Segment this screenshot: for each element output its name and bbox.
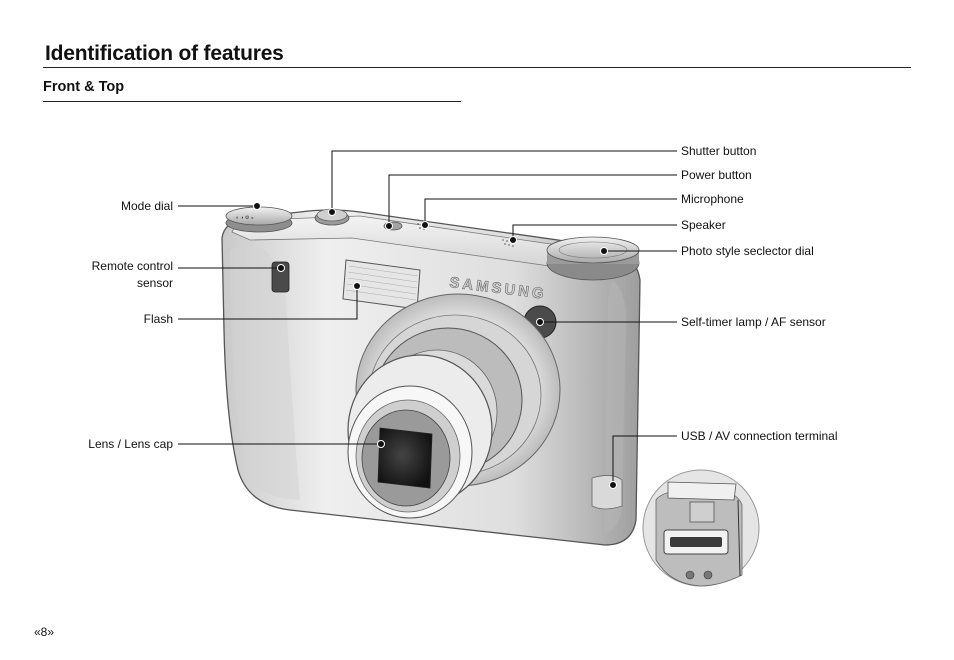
page-title: Identification of features [45,42,284,65]
page-number: «8» [34,625,55,639]
section-title: Front & Top [43,79,125,95]
label-self-timer-lamp: Self-timer lamp / AF sensor [681,315,826,329]
title-divider [43,67,911,68]
label-usb-av-terminal: USB / AV connection terminal [681,429,838,443]
leader-lines [178,150,677,485]
remote-sensor-icon [271,261,290,293]
label-lens: Lens / Lens cap [88,437,173,451]
leader-dots [253,202,617,489]
usb-port-cover-icon [591,475,623,510]
label-flash: Flash [143,312,173,326]
mode-dial-icon: ◐ ◑ ⚙ ◒ [225,206,293,233]
label-remote-control-sensor: Remote control sensor [91,259,173,290]
section-divider [43,101,461,102]
label-microphone: Microphone [681,192,744,206]
svg-text:◐ ◑ ⚙ ◒: ◐ ◑ ⚙ ◒ [236,215,254,221]
label-shutter-button: Shutter button [681,144,757,158]
label-mode-dial: Mode dial [120,199,173,213]
label-photo-style-dial: Photo style seclector dial [681,244,814,258]
lens-icon [347,293,561,519]
photo-style-dial-icon [546,236,640,281]
label-speaker: Speaker [681,218,726,232]
usb-detail-inset [642,469,760,587]
label-power-button: Power button [681,168,752,182]
